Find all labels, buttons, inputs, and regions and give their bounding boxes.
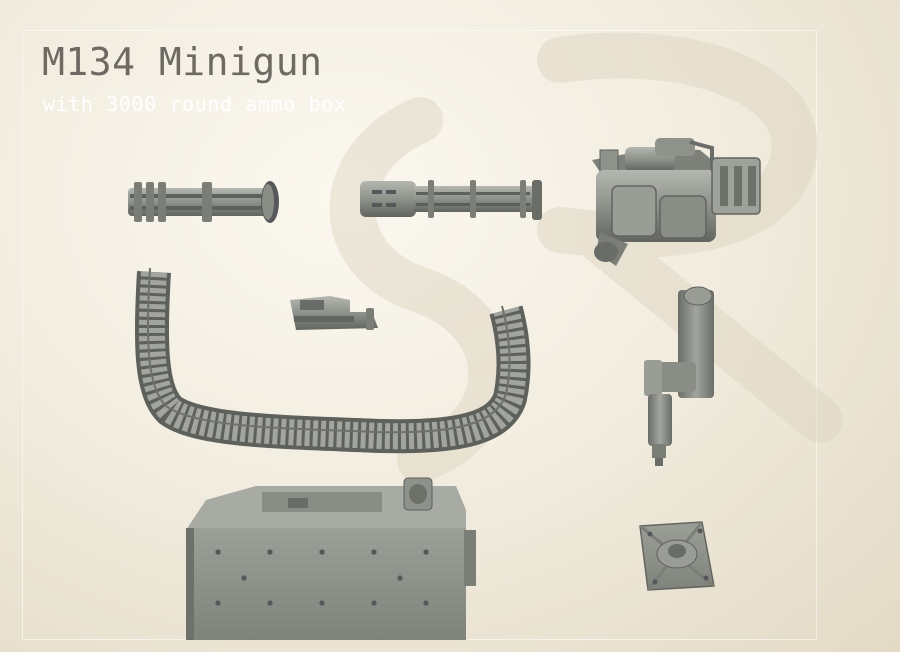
page-subtitle: with 3000 round ammo box <box>43 92 347 116</box>
gun-receiver <box>592 138 761 266</box>
watermark-logo <box>329 32 843 483</box>
barrel-cluster-short <box>128 181 279 223</box>
page-title: M134 Minigun <box>42 40 323 84</box>
sight <box>290 296 378 330</box>
pintle-mount <box>644 286 714 466</box>
ammo-box <box>186 477 476 640</box>
barrel-cluster-long <box>360 180 542 220</box>
mount-base <box>639 521 715 591</box>
ammo-belt <box>134 267 531 454</box>
